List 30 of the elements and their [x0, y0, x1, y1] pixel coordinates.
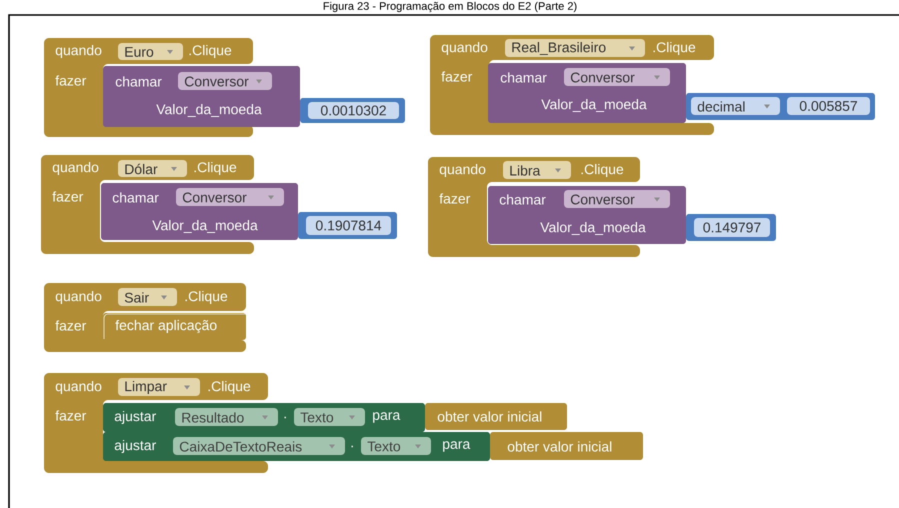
statement-block: fechar aplicação: [103, 312, 246, 340]
node-label: para: [443, 441, 470, 452]
number-field: 0.005857: [787, 97, 870, 115]
number-block: 0.149797: [686, 214, 776, 241]
dropdown: CaixaDeTextoReais: [173, 436, 345, 455]
node-label: .: [351, 446, 353, 448]
figure-title: Figura 23 - Programação em Blocos do E2 (Parte 2): [324, 2, 576, 12]
dropdown: Sair: [118, 288, 177, 306]
dropdown: Conversor: [564, 68, 670, 86]
dropdown: Conversor: [178, 72, 272, 90]
dropdown: Limpar: [118, 378, 200, 396]
node-label: para: [373, 412, 400, 423]
node-label: ajustar: [114, 410, 156, 424]
node-label: .: [284, 416, 286, 418]
dropdown: Texto: [361, 436, 431, 455]
getter-block: obter valor inicial: [425, 402, 567, 430]
dropdown: Real_Brasileiro: [505, 39, 645, 57]
getter-block: obter valor inicial: [490, 432, 643, 460]
node-label: fechar aplicação: [115, 320, 217, 334]
dropdown: Euro: [118, 43, 183, 60]
number-block: 0.1907814: [298, 212, 397, 239]
dropdown: decimal: [691, 97, 780, 115]
dropdown: Resultado: [175, 408, 278, 426]
dropdown: Dólar: [118, 160, 187, 177]
dropdown: Conversor: [176, 188, 284, 206]
dropdown: Conversor: [564, 190, 670, 208]
dropdown: Libra: [503, 161, 571, 179]
number-block: 0.0010302: [300, 98, 405, 123]
node-label: ajustar: [114, 440, 156, 454]
dropdown: Texto: [294, 408, 365, 426]
